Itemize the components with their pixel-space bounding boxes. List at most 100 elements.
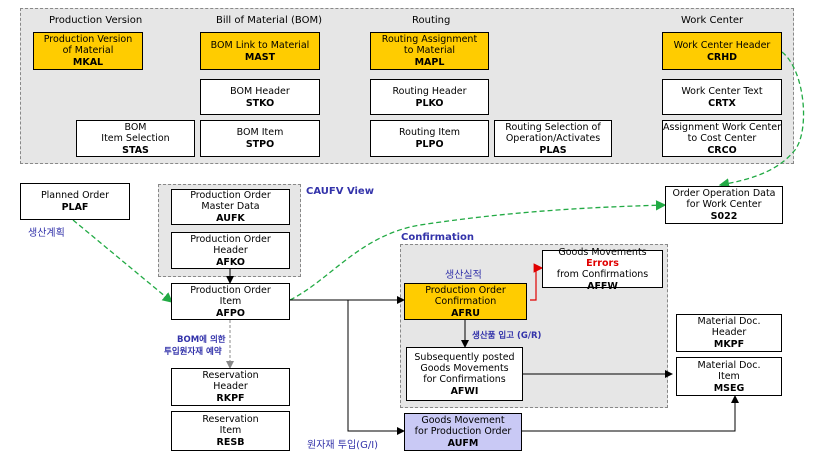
box-stpo-table: STPO (245, 139, 275, 150)
box-plpo-text-1: Routing Item (398, 127, 461, 138)
box-afpo: Production Order Item AFPO (171, 283, 290, 320)
box-afpo-text-1: Production Order (190, 284, 271, 296)
box-plas-text-1: Routing Selection of (505, 121, 601, 133)
box-aufk-text-1: Production Order (190, 190, 271, 201)
gr-korean-label: 생산품 입고 (G/R) (472, 331, 542, 341)
header-bom: Bill of Material (BOM) (216, 15, 322, 26)
box-mkal-text-2: of Material (62, 45, 114, 56)
box-afru-text-2: Confirmation (434, 295, 497, 307)
box-crco-text-2: to Cost Center (687, 132, 757, 144)
box-plko: Routing Header PLKO (370, 79, 489, 115)
box-crtx-text-1: Work Center Text (681, 85, 763, 97)
box-crhd: Work Center Header CRHD (662, 32, 782, 70)
box-aufk-text-2: Master Data (201, 201, 260, 212)
box-afko: Production Order Header AFKO (171, 232, 290, 269)
box-aufk: Production Order Master Data AUFK (171, 189, 290, 225)
box-mapl-text-2: to Material (403, 45, 456, 56)
box-aufm-text-2: for Production Order (414, 426, 512, 437)
box-mseg: Material Doc. Item MSEG (676, 357, 782, 396)
box-mseg-table: MSEG (713, 382, 745, 394)
box-affw: Goods Movements Errors from Confirmation… (542, 247, 663, 292)
box-plko-table: PLKO (415, 97, 444, 109)
box-rkpf-table: RKPF (216, 393, 245, 404)
box-stas-text-1: BOM (124, 121, 147, 133)
box-resb-text-1: Reservation (202, 414, 259, 425)
box-afko-table: AFKO (216, 256, 245, 268)
box-mkpf-table: MKPF (713, 339, 745, 350)
box-afpo-text-2: Item (219, 295, 242, 307)
box-crco-table: CRCO (707, 144, 737, 156)
box-mast-text-1: BOM Link to Material (210, 39, 310, 51)
box-stas: BOM Item Selection STAS (76, 120, 195, 157)
box-stas-text-2: Item Selection (101, 132, 170, 144)
box-plaf-text-1: Planned Order (40, 190, 110, 201)
box-affw-text-1: Goods Movements Errors (543, 247, 662, 269)
crhd-to-s022-link (718, 51, 805, 189)
box-resb-table: RESB (216, 437, 245, 448)
box-afwi: Subsequently posted Goods Movements for … (406, 347, 523, 401)
box-crco: Assignment Work Center to Cost Center CR… (662, 120, 782, 157)
box-plaf: Planned Order PLAF (20, 183, 130, 220)
box-afru: Production Order Confirmation AFRU (404, 283, 527, 320)
box-plpo-table: PLPO (415, 139, 444, 150)
box-s022-table: S022 (710, 211, 738, 222)
box-resb-text-2: Item (219, 425, 242, 436)
caufv-view-label: CAUFV View (306, 186, 374, 197)
box-crhd-table: CRHD (706, 51, 738, 63)
box-s022-text-2: for Work Center (686, 199, 762, 210)
box-afwi-table: AFWI (450, 385, 479, 397)
box-stpo-text-1: BOM Item (236, 127, 284, 138)
box-aufm-text-1: Goods Movement (421, 415, 505, 426)
afpo-to-aufm-link (347, 300, 405, 435)
box-afru-table: AFRU (451, 307, 480, 319)
box-afko-text-2: Header (213, 244, 248, 256)
box-mkal-table: MKAL (72, 57, 104, 68)
box-mkpf: Material Doc. Header MKPF (676, 314, 782, 352)
box-afwi-text-2: Goods Movements (420, 362, 509, 374)
box-mast-table: MAST (244, 51, 276, 63)
box-affw-errors-highlight: Errors (586, 257, 619, 269)
box-plas: Routing Selection of Operation/Activates… (494, 120, 612, 157)
box-mast: BOM Link to Material MAST (200, 32, 320, 70)
box-plaf-table: PLAF (61, 202, 89, 213)
plaf-to-afpo-link (72, 219, 174, 303)
box-crtx: Work Center Text CRTX (662, 79, 782, 115)
header-work-center: Work Center (681, 15, 744, 26)
box-plas-table: PLAS (539, 144, 567, 156)
box-stas-table: STAS (122, 144, 149, 156)
box-mseg-text-1: Material Doc. (697, 359, 761, 371)
plan-korean-label: 생산계획 (28, 228, 65, 239)
box-rkpf-text-2: Header (213, 381, 248, 392)
box-affw-text-2: from Confirmations (556, 268, 649, 280)
box-rkpf-text-1: Reservation (202, 370, 259, 381)
box-plas-text-2: Operation/Activates (505, 132, 601, 144)
box-aufk-table: AUFK (216, 213, 245, 224)
box-aufm-table: AUFM (447, 438, 479, 449)
box-affw-text-prefix: Goods Movements (558, 246, 647, 258)
confirmation-label: Confirmation (401, 232, 475, 243)
box-stko: BOM Header STKO (200, 79, 320, 115)
box-mapl-table: MAPL (414, 57, 445, 68)
box-mkal-text-1: Production Version (43, 34, 133, 45)
gi-korean-label: 원자재 투입(G/I) (307, 440, 379, 451)
box-crco-text-1: Assignment Work Center (663, 121, 782, 133)
bom-reservation-korean-label-1: BOM에 의한 (177, 335, 226, 345)
box-mkal: Production Version of Material MKAL (33, 32, 143, 70)
box-s022-text-1: Order Operation Data (672, 188, 776, 199)
box-s022: Order Operation Data for Work Center S02… (665, 186, 783, 224)
box-afwi-text-1: Subsequently posted (414, 351, 515, 363)
box-afwi-text-3: for Confirmations (423, 373, 506, 385)
box-stko-text-1: BOM Header (230, 85, 290, 97)
box-mapl: Routing Assignment to Material MAPL (370, 32, 489, 70)
box-mseg-text-2: Item (718, 370, 740, 382)
box-afko-text-1: Production Order (190, 233, 271, 245)
afru-to-affw-link (530, 263, 544, 301)
aufm-to-mseg-link (522, 395, 739, 432)
box-plpo: Routing Item PLPO (370, 120, 489, 157)
box-plko-text-1: Routing Header (392, 85, 467, 97)
afpo-to-s022-link (289, 200, 667, 301)
bom-reservation-korean-label-2: 투입원자재 예약 (164, 347, 222, 357)
header-production-version: Production Version (49, 15, 143, 26)
